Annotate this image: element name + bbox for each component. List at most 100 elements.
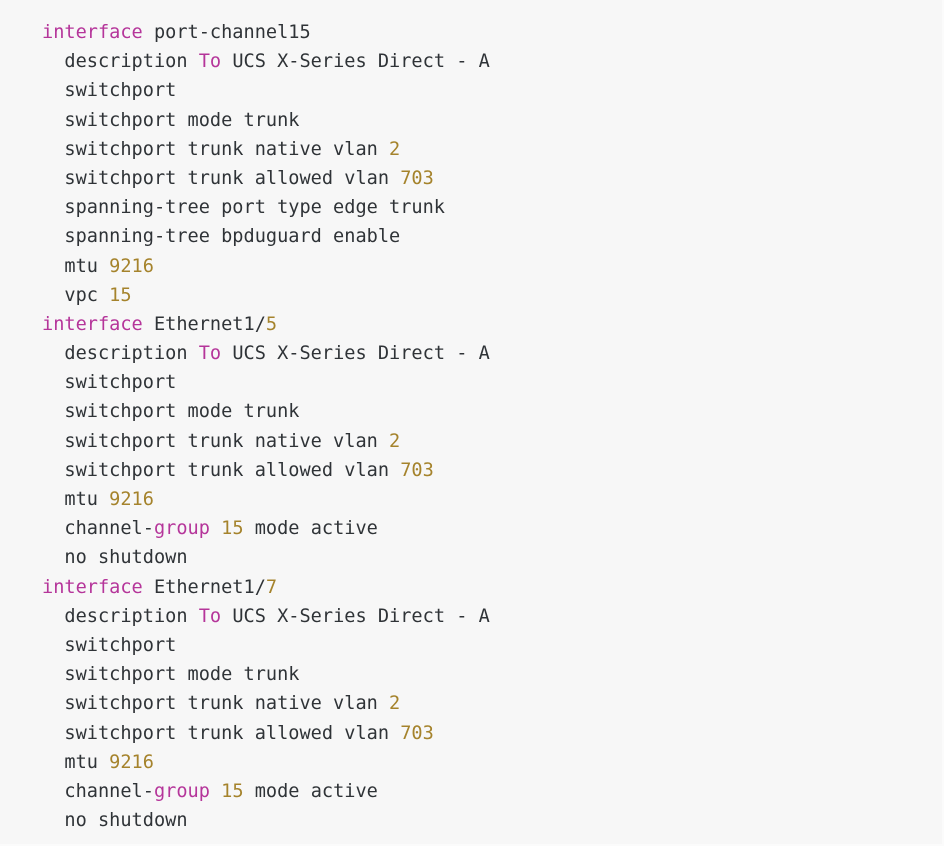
code-line: vpc 15	[0, 281, 942, 310]
code-indent	[42, 547, 64, 568]
code-token-text: channel-	[64, 780, 154, 802]
code-token-text	[210, 518, 221, 539]
code-line: channel-group 15 mode active	[0, 514, 942, 543]
code-line: description To UCS X-Series Direct - A	[0, 602, 942, 631]
code-indent	[42, 693, 64, 714]
code-token-number: 703	[400, 459, 434, 481]
code-token-number: 703	[400, 722, 434, 744]
code-token-keyword: interface	[42, 22, 143, 43]
code-token-text: switchport trunk allowed vlan	[64, 722, 401, 744]
code-token-text: switchport mode trunk	[64, 401, 300, 423]
code-line: switchport mode trunk	[0, 106, 942, 135]
code-indent	[42, 80, 64, 101]
code-line: no shutdown	[0, 543, 942, 572]
code-line: switchport mode trunk	[0, 660, 942, 689]
code-token-text: spanning-tree port type edge trunk	[64, 197, 445, 219]
code-line: no shutdown	[0, 806, 942, 835]
code-line: mtu 9216	[0, 748, 942, 777]
code-line: interface Ethernet1/5	[0, 310, 942, 339]
code-token-text: mtu	[64, 751, 110, 773]
code-line: switchport	[0, 76, 942, 105]
code-indent	[42, 401, 64, 422]
code-line: interface port-channel15	[0, 18, 942, 47]
code-token-keyword: To	[198, 605, 222, 627]
code-line: switchport trunk allowed vlan 703	[0, 456, 942, 485]
code-token-number: 2	[389, 138, 401, 160]
code-indent	[42, 226, 64, 247]
code-token-text: mtu	[64, 489, 110, 510]
code-token-text: mode active	[243, 780, 378, 802]
code-line: switchport mode trunk	[0, 397, 942, 426]
code-token-number: 2	[389, 693, 401, 715]
code-token-keyword: group	[153, 780, 210, 802]
code-token-text: description	[64, 605, 199, 627]
code-token-number: 5	[265, 313, 278, 335]
code-indent	[42, 343, 64, 364]
code-token-keyword: interface	[42, 576, 143, 598]
code-indent	[42, 372, 64, 393]
code-token-text	[210, 781, 221, 802]
code-line: switchport trunk native vlan 2	[0, 135, 942, 164]
code-indent	[42, 431, 64, 452]
code-token-number: 9216	[109, 489, 154, 510]
code-token-text: mode active	[243, 518, 378, 540]
code-token-text: switchport	[64, 372, 177, 394]
code-token-number: 2	[389, 430, 401, 452]
code-indent	[42, 256, 64, 277]
code-indent	[42, 168, 64, 189]
code-token-text: switchport trunk native vlan	[64, 138, 390, 160]
code-indent	[42, 489, 64, 510]
code-indent	[42, 752, 64, 773]
code-indent	[42, 664, 64, 685]
code-token-text: no shutdown	[64, 547, 188, 569]
code-line: switchport trunk allowed vlan 703	[0, 719, 942, 748]
code-token-number: 7	[265, 576, 278, 598]
code-line: description To UCS X-Series Direct - A	[0, 339, 942, 368]
code-indent	[42, 460, 64, 481]
code-line: mtu 9216	[0, 252, 942, 281]
code-line: description To UCS X-Series Direct - A	[0, 47, 942, 76]
code-token-text: no shutdown	[64, 810, 188, 832]
code-token-text: switchport trunk native vlan	[64, 430, 390, 452]
code-line: mtu 9216	[0, 485, 942, 514]
code-token-text: mtu	[64, 255, 110, 277]
code-line: switchport trunk allowed vlan 703	[0, 164, 942, 193]
code-token-keyword: interface	[42, 313, 143, 335]
code-token-text: Ethernet1/	[142, 313, 266, 335]
code-token-text: vpc	[64, 284, 110, 306]
code-indent	[42, 781, 64, 802]
code-token-keyword: group	[153, 518, 210, 540]
code-indent	[42, 635, 64, 656]
code-token-text: switchport mode trunk	[64, 109, 300, 131]
code-token-text: switchport mode trunk	[64, 664, 300, 686]
code-indent	[42, 606, 64, 627]
code-token-text: UCS X-Series Direct - A	[221, 343, 490, 365]
code-token-text: switchport trunk allowed vlan	[64, 167, 401, 189]
code-token-text: port-channel15	[142, 22, 311, 43]
code-token-text: UCS X-Series Direct - A	[221, 51, 490, 73]
code-token-text: Ethernet1/	[142, 576, 266, 598]
code-indent	[42, 197, 64, 218]
code-line: switchport trunk native vlan 2	[0, 689, 942, 718]
code-token-text: description	[64, 51, 199, 73]
code-indent	[42, 285, 64, 306]
code-token-text: switchport	[64, 634, 177, 656]
code-token-number: 15	[109, 284, 132, 306]
code-token-keyword: To	[198, 343, 222, 365]
code-token-text: switchport trunk allowed vlan	[64, 459, 401, 481]
code-line: channel-group 15 mode active	[0, 777, 942, 806]
code-token-number: 15	[221, 780, 244, 802]
code-token-text: switchport	[64, 80, 177, 102]
code-indent	[42, 51, 64, 72]
code-indent	[42, 110, 64, 131]
code-token-number: 9216	[109, 751, 154, 773]
code-listing[interactable]: interface port-channel15 description To …	[0, 18, 942, 835]
code-line: spanning-tree bpduguard enable	[0, 222, 942, 251]
code-indent	[42, 723, 64, 744]
code-indent	[42, 518, 64, 539]
code-indent	[42, 139, 64, 160]
code-token-keyword: To	[198, 51, 222, 73]
code-token-text: description	[64, 343, 199, 365]
code-token-text: channel-	[64, 518, 154, 540]
